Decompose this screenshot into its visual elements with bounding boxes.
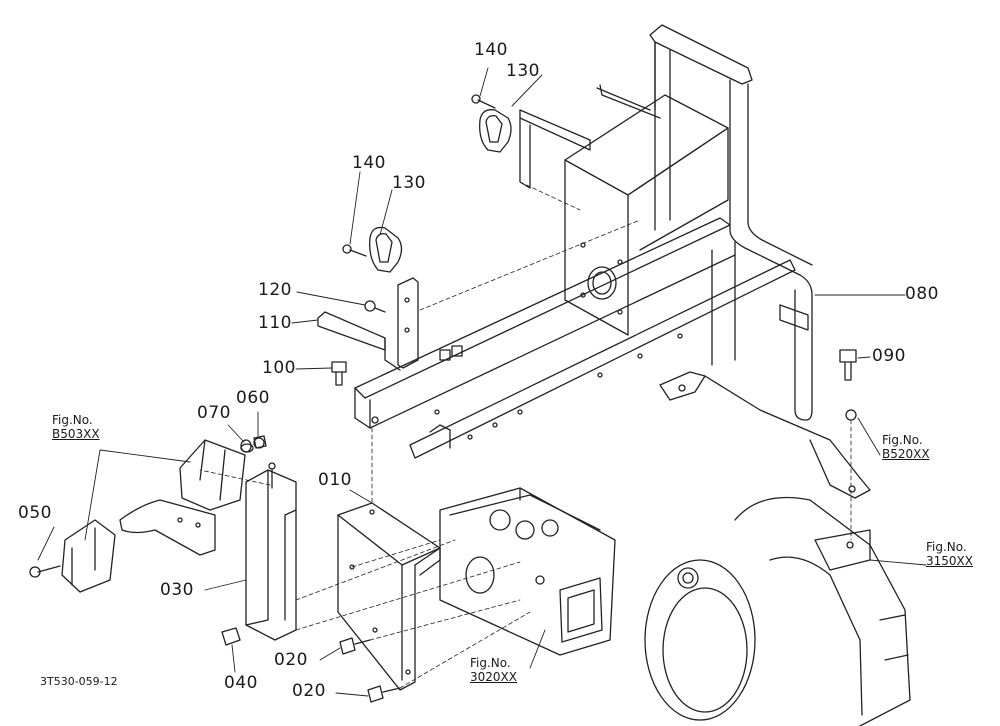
figure-ref-b520-code: B520XX [882, 447, 930, 461]
bolt-020-lower [367, 685, 401, 703]
figure-ref-b503[interactable]: Fig.No. B503XX [52, 413, 100, 441]
bolt-090 [839, 349, 857, 381]
figure-ref-3020-prefix: Fig.No. [470, 656, 511, 670]
box-housing [564, 94, 729, 336]
figure-ref-3150[interactable]: Fig.No. 3150XX [926, 540, 973, 568]
nut-060 [253, 435, 267, 449]
part-label-140-upper: 140 [474, 40, 508, 60]
washer-070 [240, 439, 252, 453]
part-label-110: 110 [258, 313, 292, 333]
bolt-120 [364, 300, 386, 313]
plate-010 [337, 502, 441, 691]
drawing-code: 3T530-059-12 [40, 675, 118, 688]
part-label-060: 060 [236, 388, 270, 408]
clamp-130-upper [471, 94, 512, 153]
figure-ref-3020[interactable]: Fig.No. 3020XX [470, 656, 517, 684]
lever-assembly [29, 437, 265, 593]
part-label-050: 050 [18, 503, 52, 523]
part-label-080: 080 [905, 284, 939, 304]
alignment-lines [199, 181, 852, 689]
transmission-housing [644, 496, 911, 726]
part-label-040: 040 [224, 673, 258, 693]
bracket-030 [221, 462, 297, 646]
figure-ref-b503-code: B503XX [52, 427, 100, 441]
cylinder-head [439, 487, 616, 656]
figure-ref-3150-code: 3150XX [926, 554, 973, 568]
clamp-130-lower [342, 226, 403, 273]
bracket-110 [317, 277, 463, 371]
figure-ref-3020-code: 3020XX [470, 670, 517, 684]
figure-ref-3150-prefix: Fig.No. [926, 540, 967, 554]
part-label-120: 120 [258, 280, 292, 300]
frame-080 [519, 24, 871, 499]
figure-ref-b520-prefix: Fig.No. [882, 433, 923, 447]
part-label-030: 030 [160, 580, 194, 600]
part-label-140-lower: 140 [352, 153, 386, 173]
part-label-130-upper: 130 [506, 61, 540, 81]
part-label-090: 090 [872, 346, 906, 366]
part-label-020-lower: 020 [292, 681, 326, 701]
part-label-130-lower: 130 [392, 173, 426, 193]
part-label-010: 010 [318, 470, 352, 490]
bolt-100 [331, 361, 347, 386]
part-label-100: 100 [262, 358, 296, 378]
figure-ref-b520[interactable]: Fig.No. B520XX [882, 433, 930, 461]
bolt-020-upper [339, 637, 371, 655]
figure-ref-b503-prefix: Fig.No. [52, 413, 93, 427]
part-label-020-upper: 020 [274, 650, 308, 670]
long-rails [354, 217, 796, 459]
leader-lines [37, 67, 927, 697]
part-label-070: 070 [197, 403, 231, 423]
